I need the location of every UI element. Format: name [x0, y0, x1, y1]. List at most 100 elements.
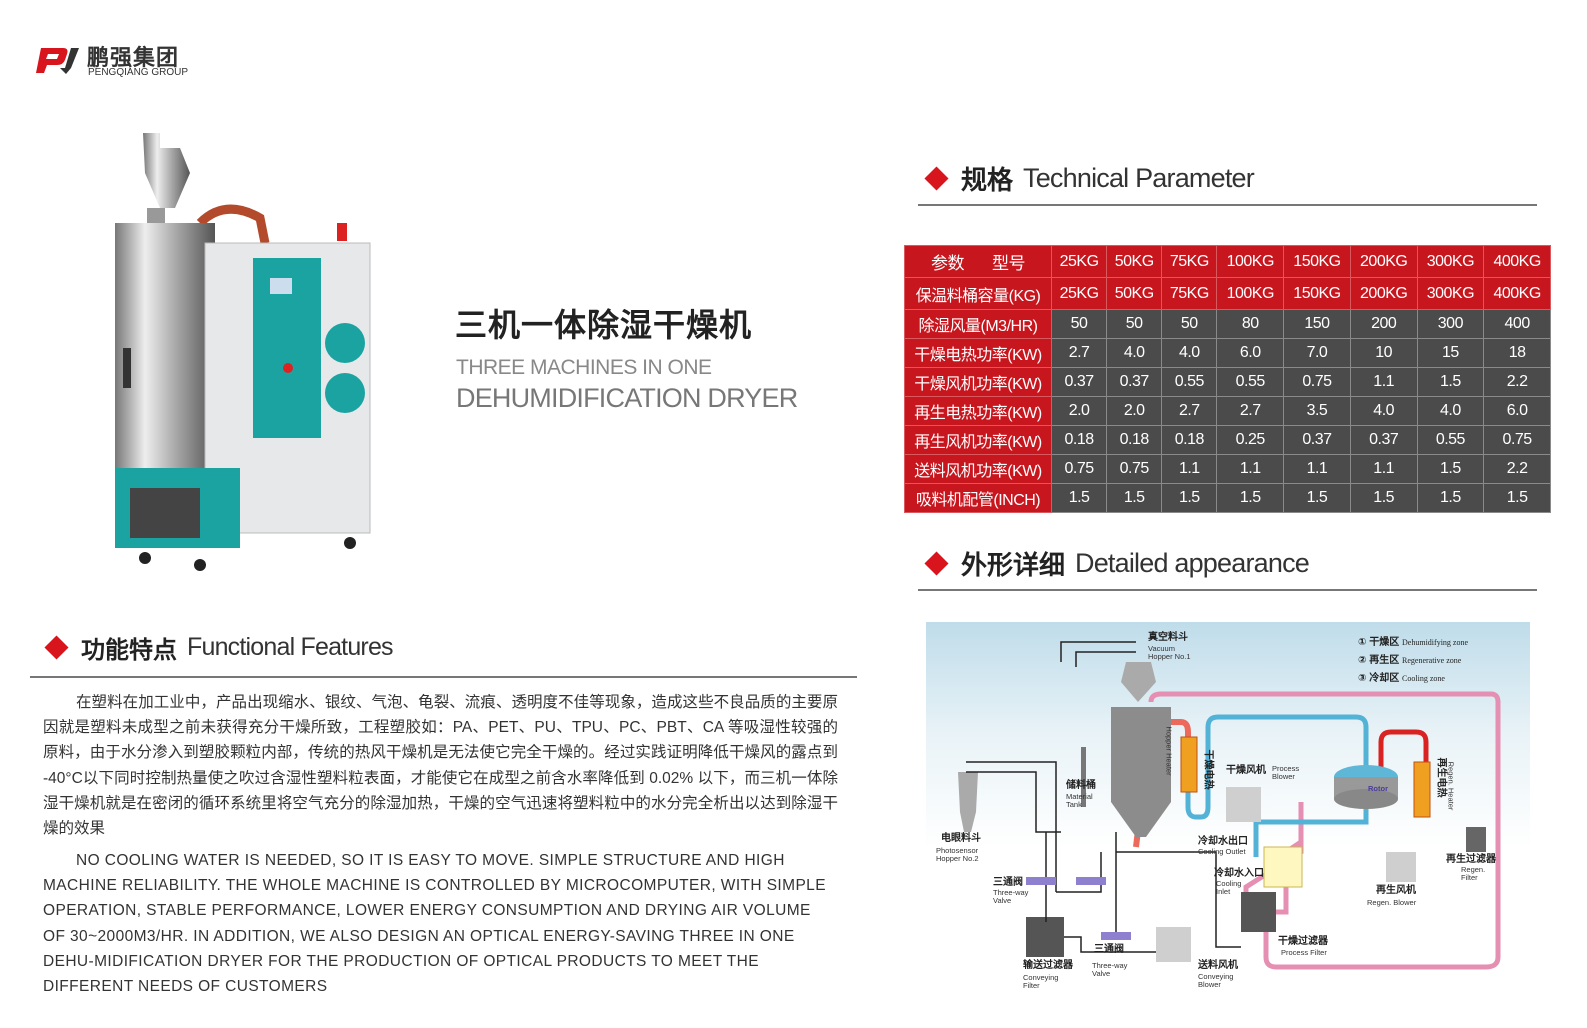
- table-cell: 50: [1161, 309, 1218, 339]
- table-cell: 200: [1349, 309, 1418, 339]
- table-cell: 80: [1216, 309, 1285, 339]
- diamond-bullet-icon: [924, 166, 949, 191]
- label-regen-blower-en: Regen. Blower: [1367, 898, 1417, 907]
- table-cell: 0.55: [1216, 367, 1285, 397]
- label-material-tank-en: Material Tank: [1066, 792, 1093, 809]
- table-cell: 2.7: [1161, 396, 1218, 426]
- corner-param-label: 参数: [931, 254, 965, 273]
- model-header: 100KG: [1216, 245, 1285, 278]
- row-label: 吸料机配管(INCH): [904, 483, 1052, 513]
- features-heading-en: Functional Features: [187, 633, 394, 661]
- table-cell: 0.18: [1106, 425, 1163, 455]
- table-cell: 0.37: [1050, 367, 1108, 397]
- table-cell: 0.18: [1161, 425, 1218, 455]
- table-cell: 1.5: [1283, 483, 1351, 513]
- label-three-way-valve-2-en: Three-way Valve: [1092, 961, 1128, 978]
- table-cell: 150KG: [1283, 277, 1351, 310]
- table-cell: 400KG: [1483, 277, 1551, 310]
- row-label: 再生风机功率(KW): [904, 425, 1052, 455]
- label-three-way-valve-2: 三通阀: [1094, 944, 1124, 955]
- brand-name-cn: 鹏强集团: [87, 45, 180, 70]
- spec-heading-cn: 规格: [961, 165, 1014, 195]
- label-rotor: Rotor: [1368, 784, 1388, 793]
- table-cell: 200KG: [1349, 277, 1418, 310]
- table-cell: 1.1: [1349, 367, 1418, 397]
- brand-name-en: PENGQIANG GROUP: [88, 67, 189, 78]
- row-label: 送料风机功率(KW): [904, 454, 1052, 484]
- table-cell: 1.5: [1483, 483, 1551, 513]
- flow-pipes-graphic: [958, 641, 1501, 970]
- label-photosensor-hopper: 电眼料斗: [941, 833, 981, 844]
- table-cell: 1.1: [1216, 454, 1285, 484]
- table-cell: 50: [1050, 309, 1108, 339]
- divider: [30, 676, 857, 678]
- table-cell: 6.0: [1483, 396, 1551, 426]
- corner-model-label: 型号: [992, 254, 1026, 273]
- table-cell: 2.2: [1483, 454, 1551, 484]
- table-cell: 300KG: [1416, 277, 1485, 310]
- table-cell: 0.37: [1106, 367, 1163, 397]
- label-process-blower-en: Process Blower: [1272, 764, 1300, 781]
- row-label: 再生电热功率(KW): [904, 396, 1052, 426]
- appearance-heading-cn: 外形详细: [961, 550, 1066, 580]
- table-cell: 0.75: [1283, 367, 1351, 397]
- table-cell: 3.5: [1283, 396, 1351, 426]
- features-paragraph-cn: 在塑料在加工业中，产品出现缩水、银纹、气泡、龟裂、流痕、透明度不佳等现象，造成这…: [43, 694, 838, 838]
- product-title: 三机一体除湿干燥机: [455, 307, 753, 343]
- table-cell: 50: [1106, 309, 1163, 339]
- product-subtitle-line2: DEHUMIDIFICATION DRYER: [456, 383, 798, 413]
- table-cell: 7.0: [1283, 338, 1351, 368]
- features-heading-cn: 功能特点: [81, 637, 177, 664]
- label-dry-heater: 干燥电热: [1202, 749, 1214, 790]
- label-three-way-valve-en: Three-way Valve: [993, 888, 1029, 905]
- row-label: 干燥电热功率(KW): [904, 338, 1052, 368]
- dryer-machine-image: [115, 133, 371, 571]
- model-header: 300KG: [1416, 245, 1485, 278]
- model-header: 150KG: [1283, 245, 1351, 278]
- label-vacuum-hopper: 真空料斗: [1148, 632, 1188, 643]
- label-hopper-heater: Hopper Heater: [1164, 726, 1174, 776]
- spec-heading: 规格 Technical Parameter: [924, 160, 1255, 197]
- legend-item: ② 再生区 Regenerative zone: [1358, 655, 1462, 666]
- table-cell: 2.7: [1216, 396, 1285, 426]
- label-regen-heater: 再生电热: [1435, 757, 1447, 798]
- label-process-blower: 干燥风机: [1226, 765, 1266, 776]
- table-cell: 4.0: [1416, 396, 1485, 426]
- label-photosensor-hopper-en: Photosensor Hopper No.2: [936, 846, 979, 863]
- table-cell: 100KG: [1216, 277, 1285, 310]
- table-cell: 300: [1416, 309, 1485, 339]
- diamond-bullet-icon: [44, 635, 69, 660]
- label-cooling-inlet-en: Cooling Inlet: [1216, 879, 1242, 896]
- table-cell: 4.0: [1106, 338, 1163, 368]
- label-conveying-filter: 输送过滤器: [1023, 960, 1073, 971]
- table-cell: 400: [1483, 309, 1551, 339]
- label-material-tank: 储料桶: [1066, 780, 1096, 791]
- table-cell: 2.0: [1050, 396, 1108, 426]
- appearance-heading: 外形详细 Detailed appearance: [924, 545, 1310, 582]
- table-cell: 0.37: [1283, 425, 1351, 455]
- label-process-filter-en: Process Filter: [1281, 948, 1327, 957]
- table-cell: 0.37: [1349, 425, 1418, 455]
- spec-heading-en: Technical Parameter: [1023, 163, 1255, 193]
- table-cell: 0.55: [1416, 425, 1485, 455]
- table-cell: 1.5: [1349, 483, 1418, 513]
- table-cell: 0.75: [1050, 454, 1108, 484]
- model-header: 400KG: [1483, 245, 1551, 278]
- process-flow-diagram: ① 干燥区 Dehumidifying zone ② 再生区 Regenerat…: [926, 622, 1530, 1000]
- table-cell: 50KG: [1106, 277, 1163, 310]
- label-cooling-inlet: 冷却水入口: [1214, 868, 1264, 879]
- table-cell: 1.5: [1106, 483, 1163, 513]
- features-paragraph-en: NO COOLING WATER IS NEEDED, SO IT IS EAS…: [43, 852, 826, 996]
- table-cell: 18: [1483, 338, 1551, 368]
- table-corner-cell: 参数 型号: [904, 245, 1052, 278]
- label-conveying-filter-en: Conveying Filter: [1023, 973, 1059, 990]
- table-cell: 75KG: [1161, 277, 1218, 310]
- table-cell: 1.1: [1161, 454, 1218, 484]
- model-header: 25KG: [1050, 245, 1108, 278]
- label-regen-filter-en: Regen. Filter: [1461, 865, 1486, 882]
